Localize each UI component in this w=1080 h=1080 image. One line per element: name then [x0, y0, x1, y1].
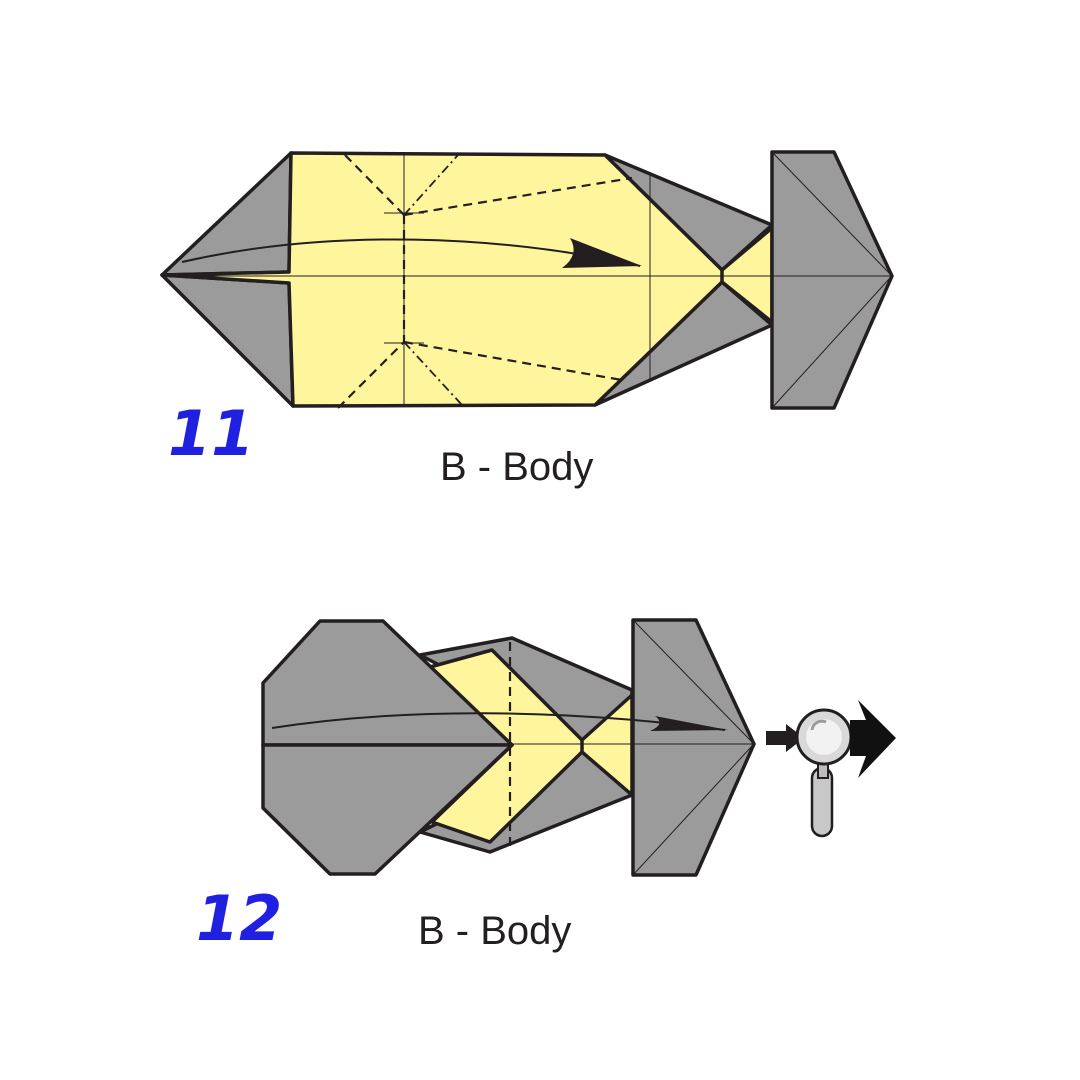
- mountain-fold: [403, 154, 459, 216]
- step-caption: B - Body: [418, 909, 571, 953]
- magnifying-glass-icon: [795, 708, 853, 838]
- step-caption: B - Body: [440, 445, 593, 489]
- body-panel: [160, 151, 774, 408]
- fold-arrow-icon: [181, 238, 642, 268]
- left-flap-bottom: [160, 273, 295, 408]
- step-number: 12: [196, 882, 282, 955]
- view-direction-arrow-icon: [850, 700, 896, 778]
- push-arrow-icon: [766, 724, 804, 752]
- step-11: 11 B - Body: [160, 150, 894, 489]
- tail-fin: [631, 618, 756, 877]
- step-number: 11: [168, 397, 254, 470]
- step-12: 12 B - Body: [196, 618, 896, 955]
- tail-fin: [770, 150, 894, 410]
- left-flap-top: [160, 151, 293, 277]
- head-bottom: [261, 743, 514, 876]
- fold-arrow-icon: [271, 712, 728, 731]
